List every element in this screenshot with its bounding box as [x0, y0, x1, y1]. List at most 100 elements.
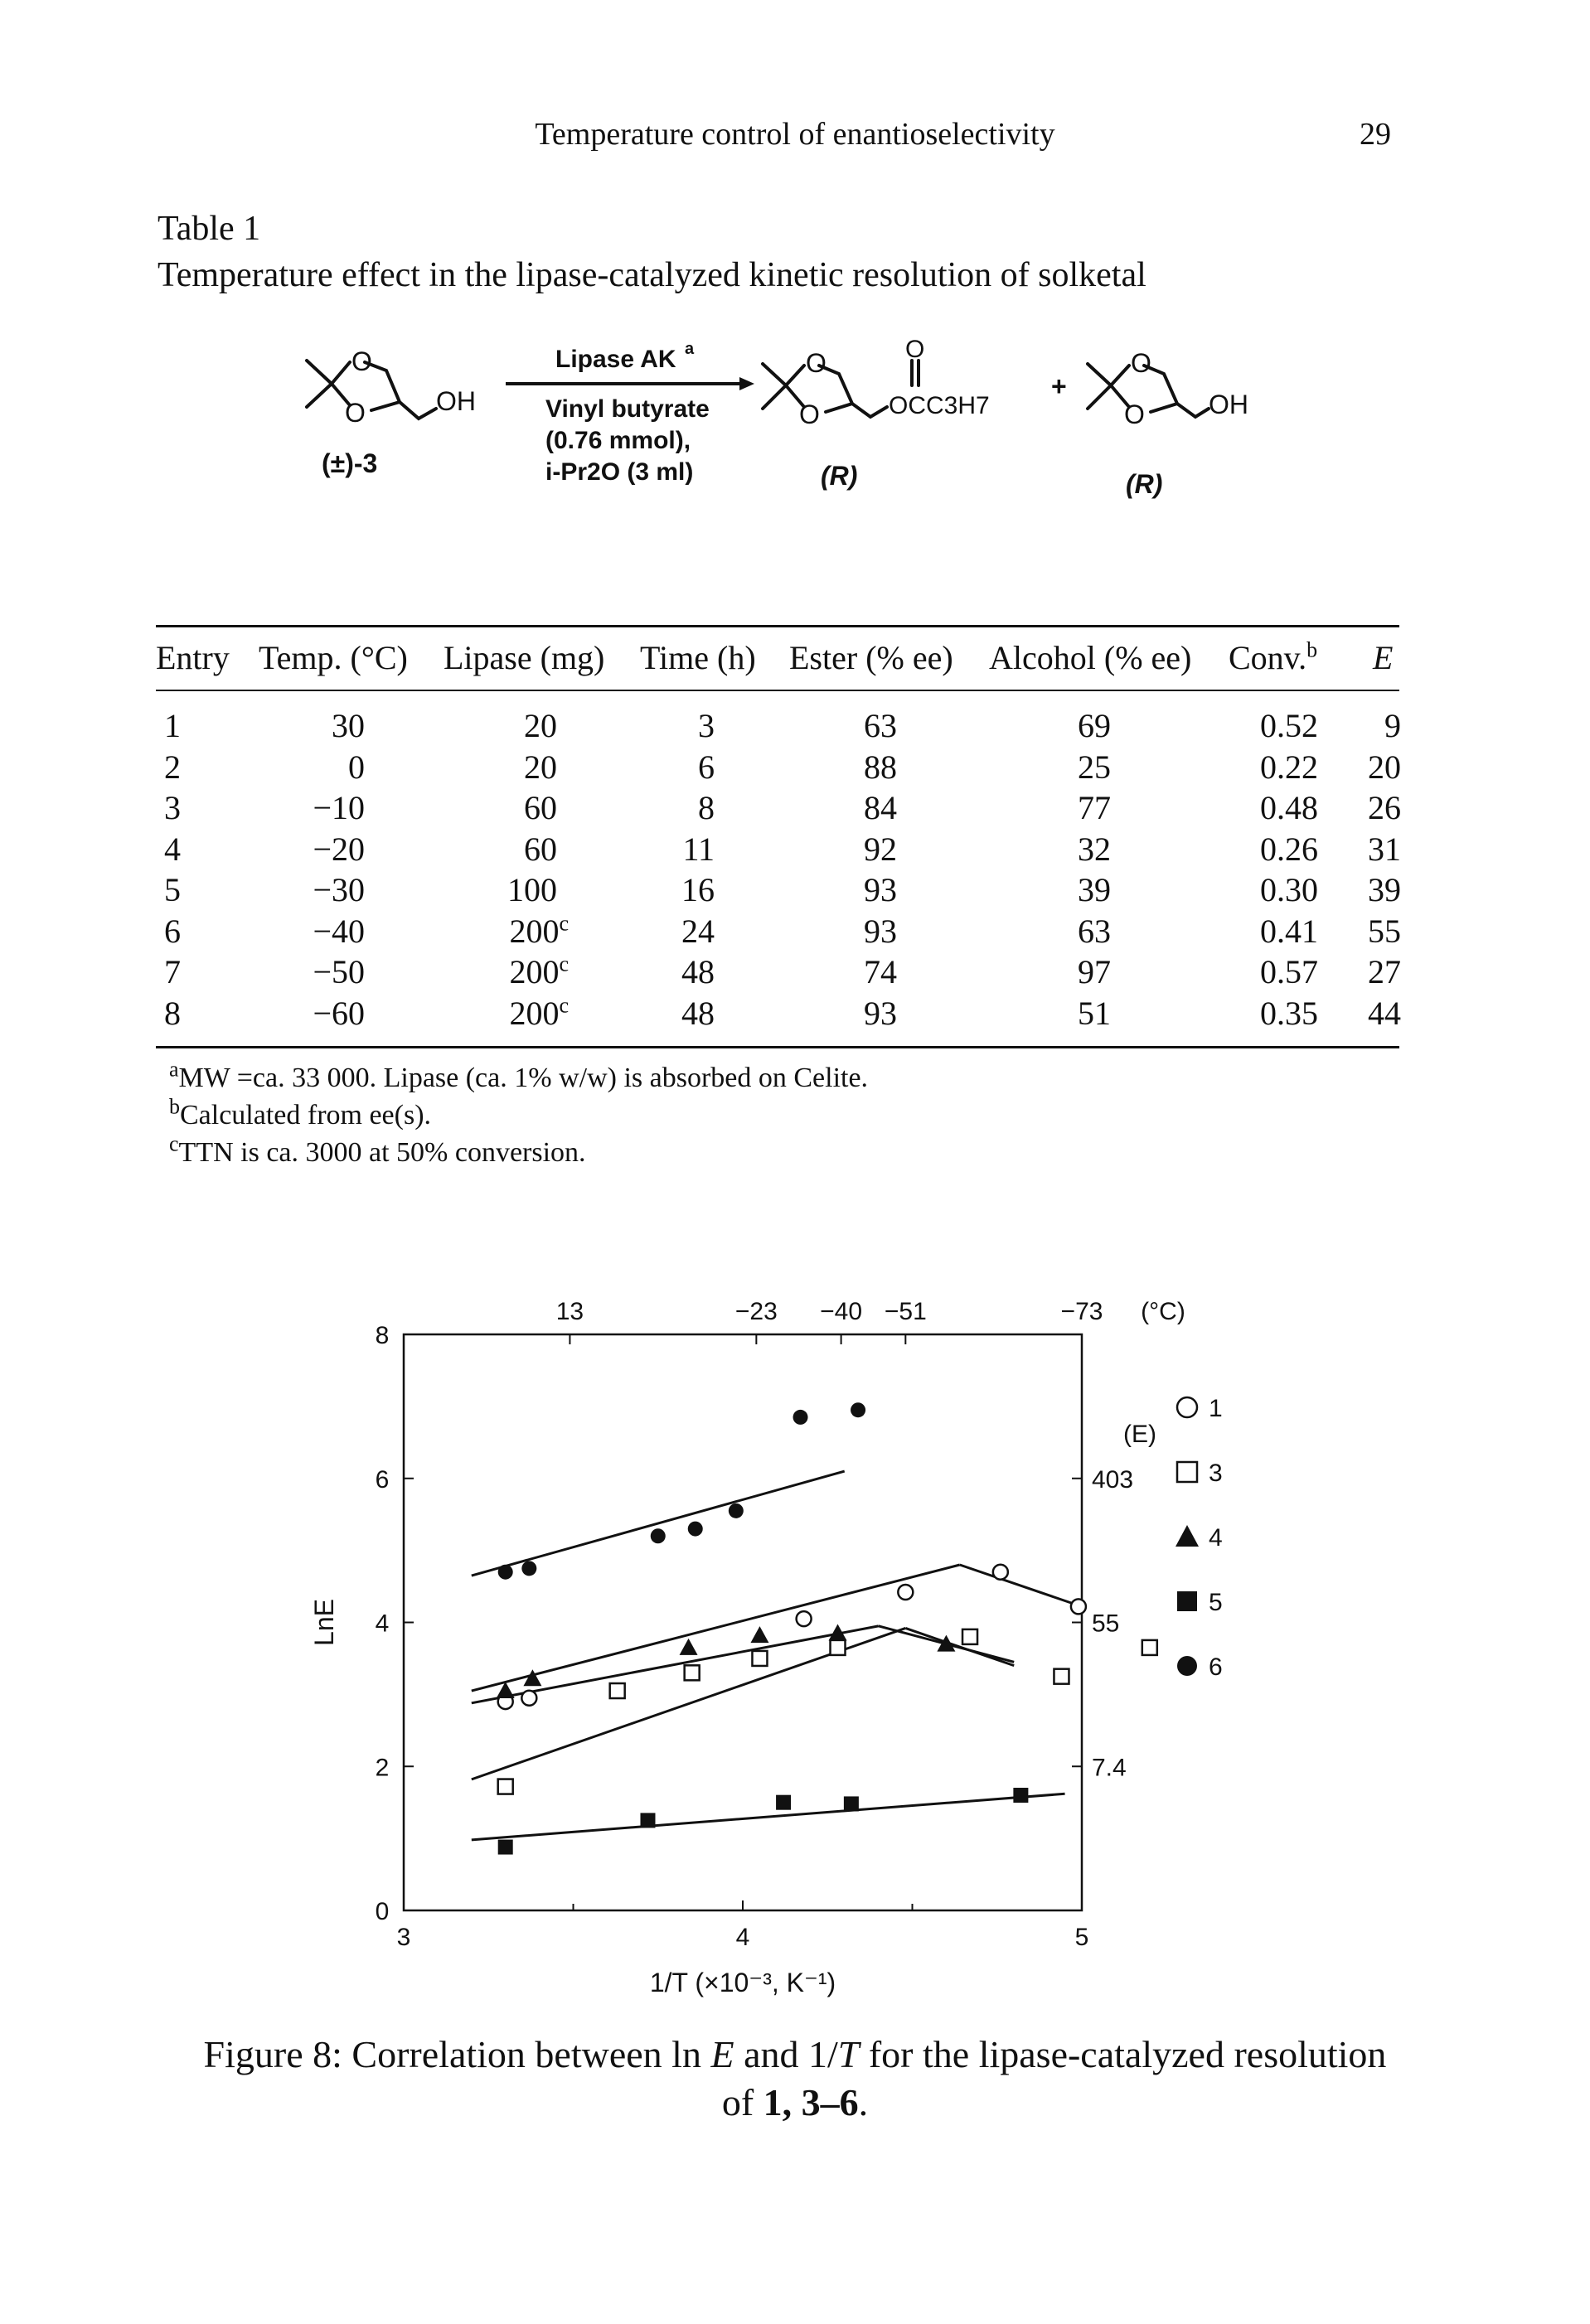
table-cell-value: 200 — [509, 953, 560, 990]
data-point-series-3 — [497, 1778, 514, 1795]
table-cell-value: 84 — [864, 789, 897, 826]
alcohol-ring-o2: O — [1124, 399, 1145, 429]
table-cell-value: 16 — [681, 871, 715, 908]
table-cell: 48 — [681, 994, 715, 1033]
table-cell: 9 — [1384, 706, 1401, 745]
top-axis-tick-label: −73 — [1061, 1298, 1103, 1325]
table-cell: 51 — [1078, 994, 1111, 1033]
table-cell: 93 — [864, 912, 897, 951]
table-cell: 63 — [1078, 912, 1111, 951]
reagent-vinyl: Vinyl butyrate — [545, 395, 710, 423]
footnote-a-mark: a — [169, 1057, 179, 1082]
table-cell-value: −20 — [313, 830, 365, 868]
table-cell: 63 — [864, 706, 897, 745]
table-cell: 0.52 — [1260, 706, 1318, 745]
table-cell-value: 0.22 — [1260, 748, 1318, 786]
data-point-series-5 — [497, 1839, 513, 1855]
reactant-structure — [305, 359, 438, 421]
table-cell-value: 39 — [1368, 871, 1401, 908]
lipase-sup: c — [559, 911, 569, 936]
figure-caption-prefix: Figure 8: Correlation between ln — [203, 2033, 711, 2075]
fit-line-series-1 — [959, 1563, 1083, 1608]
table-cell-value: 48 — [681, 953, 715, 990]
table-cell: 25 — [1078, 748, 1111, 787]
table-cell-value: 0.52 — [1260, 707, 1318, 744]
table-cell-value: 60 — [524, 830, 557, 868]
table-cell-value: 97 — [1078, 953, 1111, 990]
legend-label-5: 5 — [1209, 1589, 1223, 1616]
legend-label-4: 4 — [1209, 1524, 1223, 1552]
table-cell-value: 6 — [164, 912, 181, 950]
table-cell-value: 20 — [524, 748, 557, 786]
footnote-a: aMW =ca. 33 000. Lipase (ca. 1% w/w) is … — [169, 1058, 868, 1094]
reactant-ring-o1: O — [351, 346, 372, 376]
data-point-series-1 — [795, 1610, 812, 1628]
x-tick-label: 4 — [736, 1924, 750, 1951]
fit-line-series-4 — [471, 1624, 879, 1705]
table-cell: 4 — [164, 830, 181, 869]
reagent-lipase-sup: a — [685, 340, 695, 358]
table-cell: −10 — [313, 788, 365, 827]
y-tick-label: 4 — [376, 1610, 390, 1638]
data-point-series-3 — [1141, 1639, 1159, 1657]
table-cell-value: −10 — [313, 789, 365, 826]
table-cell-value: −30 — [313, 871, 365, 908]
table-cell: 24 — [681, 912, 715, 951]
table-cell-value: 32 — [1078, 830, 1111, 868]
table-cell: 77 — [1078, 788, 1111, 827]
data-point-series-6 — [650, 1528, 666, 1544]
data-point-series-5 — [1013, 1788, 1029, 1803]
ester-carbonyl-o: O — [905, 336, 924, 363]
table-cell-value: 0.26 — [1260, 830, 1318, 868]
table-cell: 8 — [164, 994, 181, 1033]
table-cell: 0.30 — [1260, 870, 1318, 909]
table-cell-value: 44 — [1368, 994, 1401, 1032]
data-point-series-6 — [851, 1402, 866, 1418]
ester-group: OCC3H7 — [889, 392, 990, 419]
table-cell: 30 — [332, 706, 365, 745]
legend-marker-4 — [1176, 1525, 1199, 1547]
table-cell: 84 — [864, 788, 897, 827]
table-cell: 93 — [864, 994, 897, 1033]
data-point-series-6 — [728, 1503, 744, 1518]
table-cell: 100 — [507, 870, 557, 909]
table-cell-value: 93 — [864, 994, 897, 1032]
table-cell-value: 69 — [1078, 707, 1111, 744]
table-cell-value: 93 — [864, 871, 897, 908]
legend-marker-5 — [1177, 1591, 1197, 1611]
lipase-sup: c — [559, 951, 569, 976]
y-tick-label: 6 — [376, 1466, 390, 1494]
table-cell-value: −50 — [313, 953, 365, 990]
data-point-series-1 — [521, 1689, 538, 1707]
table-cell-value: 60 — [524, 789, 557, 826]
table-cell: 1 — [164, 706, 181, 745]
fit-line-series-1 — [471, 1563, 961, 1692]
data-point-series-4 — [828, 1624, 847, 1641]
right-axis-tick-label: 7.4 — [1092, 1754, 1127, 1781]
col-header-alcohol: Alcohol (% ee) — [989, 639, 1192, 676]
x-tick-label: 3 — [397, 1924, 411, 1951]
col-header-time: Time (h) — [640, 639, 756, 676]
table-cell-value: 0.35 — [1260, 994, 1318, 1032]
figure-caption: Figure 8: Correlation between ln E and 1… — [0, 2031, 1590, 2127]
table-cell: 16 — [681, 870, 715, 909]
footnote-c: cTTN is ca. 3000 at 50% conversion. — [169, 1133, 586, 1169]
y-tick-label: 8 — [376, 1322, 390, 1349]
table-cell-value: 20 — [1368, 748, 1401, 786]
data-point-series-1 — [991, 1563, 1010, 1581]
reaction-scheme: O O OH (±)-3 Lipase AK a Vinyl butyrate … — [305, 336, 1248, 499]
data-point-series-6 — [521, 1561, 537, 1576]
col-header-ester: Ester (% ee) — [789, 639, 953, 676]
table-cell: 31 — [1368, 830, 1401, 869]
table-label: Table 1 — [158, 210, 261, 248]
table-cell: 92 — [864, 830, 897, 869]
data-point-series-3 — [961, 1628, 979, 1646]
data-point-series-6 — [793, 1409, 808, 1425]
table-cell-value: 0.30 — [1260, 871, 1318, 908]
table-cell-value: 92 — [864, 830, 897, 868]
y-tick-label: 2 — [376, 1754, 390, 1781]
table-cell-value: 100 — [507, 871, 557, 908]
ester-ring-o2: O — [799, 399, 820, 429]
legend-marker-1 — [1176, 1396, 1199, 1419]
figure-caption-e: E — [710, 2033, 734, 2075]
